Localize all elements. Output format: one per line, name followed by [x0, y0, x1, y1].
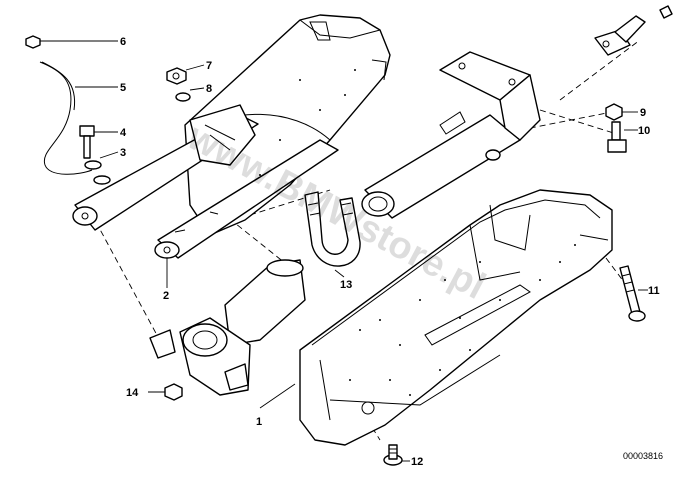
- lower-shroud-part-1: [299, 189, 613, 446]
- callout-13: 13: [340, 279, 352, 291]
- bolt-part-4: [79, 125, 95, 159]
- callout-3: 3: [120, 147, 126, 159]
- screw-part-12: [383, 444, 403, 466]
- callout-5: 5: [120, 82, 126, 94]
- nut-part-6: [25, 35, 41, 49]
- callout-14: 14: [126, 387, 139, 399]
- bolt-part-11: [619, 265, 646, 322]
- nut-part-9: [605, 103, 623, 121]
- texture-specks: [259, 69, 356, 176]
- callout-10: 10: [638, 125, 650, 137]
- washer-part-8: [175, 92, 191, 102]
- callout-2: 2: [163, 290, 169, 302]
- nut-part-7: [166, 67, 187, 85]
- nut-part-14: [164, 383, 183, 401]
- leader-lines: [40, 40, 648, 462]
- callout-11: 11: [648, 285, 660, 297]
- clip-part-13: [304, 191, 361, 267]
- bearing-housing: [149, 259, 306, 396]
- bolt-part-10: [607, 121, 627, 153]
- mounting-bracket: [439, 51, 541, 161]
- callout-12: 12: [411, 456, 423, 468]
- callout-8: 8: [206, 83, 212, 95]
- cable-part-5: [39, 61, 93, 175]
- callout-7: 7: [206, 60, 212, 72]
- callout-6: 6: [120, 36, 126, 48]
- callout-labels: 6 5 4 3 7 8 2 13 9 10 11 1 14 12: [120, 36, 660, 468]
- callout-1: 1: [256, 416, 262, 428]
- texture-specks: [349, 244, 576, 396]
- washer-part-3: [84, 160, 111, 185]
- column-tube: [361, 114, 521, 219]
- top-right-bracket: [594, 5, 673, 56]
- lever-assembly: [189, 104, 256, 166]
- reference-number: 00003816: [623, 451, 663, 461]
- arm-bracket-part-2: [154, 139, 339, 259]
- callout-4: 4: [120, 127, 127, 139]
- callout-9: 9: [640, 107, 646, 119]
